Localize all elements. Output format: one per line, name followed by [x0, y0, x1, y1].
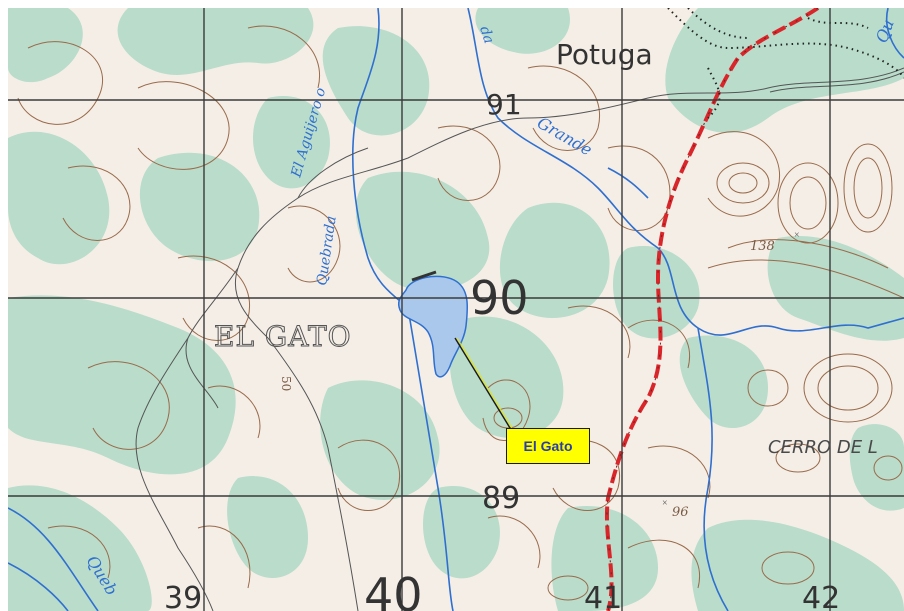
label-el-gato-town: EL GATO: [214, 320, 352, 353]
vegetation-layer: [8, 8, 904, 611]
spot-height-marks: × ×: [662, 230, 800, 509]
grid-label-41: 41: [584, 581, 622, 611]
svg-text:×: ×: [794, 230, 800, 241]
callout-leader-shadow: [456, 337, 513, 429]
grid-layer: [8, 8, 904, 611]
grid-label-40: 40: [364, 568, 423, 611]
callout-leader: [454, 337, 511, 429]
label-grande: Grande: [534, 113, 595, 159]
elevation-50: 50: [279, 376, 293, 391]
river-layer: [8, 8, 904, 611]
map-canvas[interactable]: × × Potuga EL GATO CERRO DE L Quebrada E…: [8, 8, 904, 611]
settlement-dots: [667, 8, 904, 119]
label-da: da: [476, 24, 497, 45]
label-quebrada: Quebrada: [314, 215, 340, 287]
label-potuga: Potuga: [556, 38, 653, 71]
grid-label-90: 90: [470, 271, 529, 325]
elevation-96: 96: [672, 505, 689, 520]
svg-text:×: ×: [662, 498, 668, 509]
elevation-138: 138: [750, 239, 775, 254]
grid-label-89: 89: [482, 481, 520, 516]
label-cerro: CERRO DE L: [768, 437, 878, 458]
trail-layer: [135, 67, 904, 611]
topographic-map[interactable]: × × Potuga EL GATO CERRO DE L Quebrada E…: [8, 8, 904, 611]
dam-marker: [411, 270, 437, 282]
contour-layer: [17, 25, 904, 601]
grid-label-42: 42: [802, 581, 840, 611]
el-gato-callout[interactable]: El Gato: [506, 428, 590, 464]
grid-label-91: 91: [486, 88, 522, 121]
primary-road: [604, 8, 820, 611]
callout-label: El Gato: [523, 438, 573, 454]
grid-label-39: 39: [164, 581, 202, 611]
